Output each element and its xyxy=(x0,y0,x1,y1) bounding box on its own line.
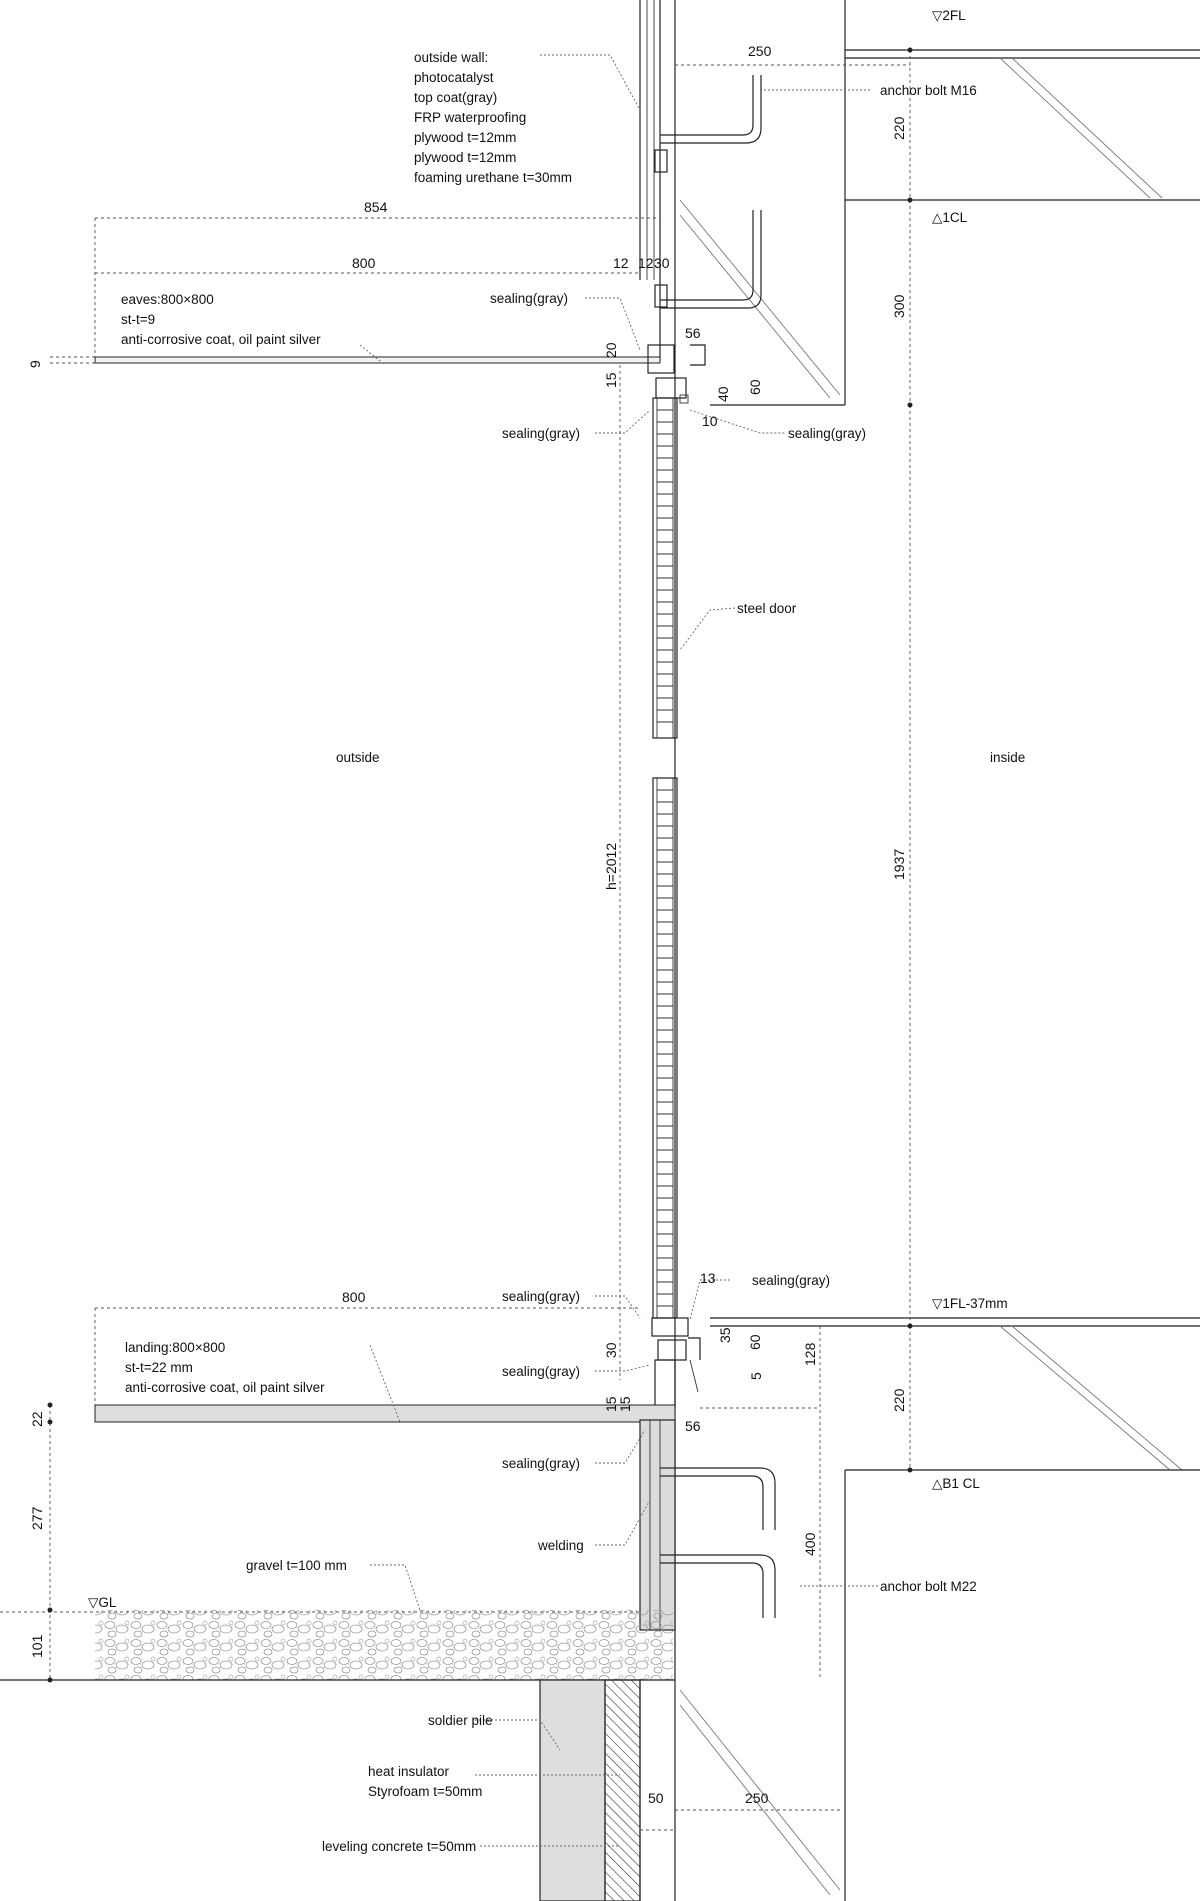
dim-40: 40 xyxy=(715,386,731,402)
wall-spec-line: plywood t=12mm xyxy=(414,130,516,145)
door-rib-lines xyxy=(657,409,673,1307)
anchor-bolt-m16-label: anchor bolt M16 xyxy=(880,83,977,98)
wall-spec-line: outside wall: xyxy=(414,50,488,65)
dim-56-top: 56 xyxy=(685,325,701,341)
dim-250-bottom: 250 xyxy=(745,1790,769,1806)
landing-spec-block: landing:800×800 st-t=22 mm anti-corrosiv… xyxy=(125,1340,325,1395)
dim-35: 35 xyxy=(717,1327,733,1343)
leader-lines xyxy=(359,54,880,1847)
styrofoam-label: Styrofoam t=50mm xyxy=(368,1784,482,1799)
level-gl: ▽GL xyxy=(88,1595,117,1610)
sealing-label: sealing(gray) xyxy=(502,1289,580,1304)
callout-labels: anchor bolt M16 sealing(gray) sealing(gr… xyxy=(246,83,977,1854)
dim-277: 277 xyxy=(29,1506,45,1530)
dim-12: 12 xyxy=(613,255,629,271)
gravel-label: gravel t=100 mm xyxy=(246,1558,347,1573)
dim-60-bottom: 60 xyxy=(747,1334,763,1350)
eaves-spec-line: anti-corrosive coat, oil paint silver xyxy=(121,332,321,347)
level-2fl: ▽2FL xyxy=(932,8,966,23)
eaves-spec-block: eaves:800×800 st-t=9 anti-corrosive coat… xyxy=(121,292,321,347)
leveling-concrete-label: leveling concrete t=50mm xyxy=(322,1839,476,1854)
dim-50: 50 xyxy=(648,1790,664,1806)
wall-spec-line: top coat(gray) xyxy=(414,90,497,105)
anchor-bolt-m22-label: anchor bolt M22 xyxy=(880,1579,977,1594)
dim-400: 400 xyxy=(802,1532,818,1556)
sealing-label: sealing(gray) xyxy=(502,1456,580,1471)
dim-250-top: 250 xyxy=(748,43,772,59)
dim-30: 30 xyxy=(654,255,670,271)
sealing-label: sealing(gray) xyxy=(502,1364,580,1379)
welding-label: welding xyxy=(537,1538,584,1553)
dim-20: 20 xyxy=(603,342,619,358)
wall-spec-line: plywood t=12mm xyxy=(414,150,516,165)
lower-structure xyxy=(0,1317,1200,1901)
dim-30-bottom: 30 xyxy=(603,1342,619,1358)
wall-spec-block: outside wall: photocatalyst top coat(gra… xyxy=(414,50,572,185)
dim-h2012: h=2012 xyxy=(603,843,619,890)
level-1fl: ▽1FL-37mm xyxy=(932,1296,1008,1311)
dim-101: 101 xyxy=(29,1634,45,1658)
dim-15b: 15 xyxy=(617,1396,633,1412)
wall-spec-line: FRP waterproofing xyxy=(414,110,526,125)
level-b1cl: △B1 CL xyxy=(932,1476,980,1491)
eaves-spec-line: st-t=9 xyxy=(121,312,155,327)
dim-128: 128 xyxy=(802,1342,818,1366)
landing-spec-line: landing:800×800 xyxy=(125,1340,225,1355)
dim-800-bottom: 800 xyxy=(342,1289,366,1305)
soldier-pile-label: soldier pile xyxy=(428,1713,493,1728)
dim-22: 22 xyxy=(29,1411,45,1427)
dim-56-bottom: 56 xyxy=(685,1418,701,1434)
dim-12b: 12 xyxy=(638,255,654,271)
outside-label: outside xyxy=(336,750,380,765)
sealing-label: sealing(gray) xyxy=(502,426,580,441)
steel-door-label: steel door xyxy=(737,601,797,616)
dim-15a: 15 xyxy=(603,1396,619,1412)
steel-door xyxy=(652,397,678,1319)
landing-spec-line: st-t=22 mm xyxy=(125,1360,193,1375)
dimension-labels: 250 220 854 800 12 12 30 9 20 15 56 40 6… xyxy=(27,43,907,1806)
level-markers: ▽2FL △1CL ▽1FL-37mm △B1 CL ▽GL xyxy=(88,8,1008,1610)
wall-spec-line: photocatalyst xyxy=(414,70,494,85)
level-1cl: △1CL xyxy=(932,210,968,225)
dim-13: 13 xyxy=(700,1270,716,1286)
sealing-label: sealing(gray) xyxy=(752,1273,830,1288)
landing-spec-line: anti-corrosive coat, oil paint silver xyxy=(125,1380,325,1395)
dim-9: 9 xyxy=(27,360,43,368)
dim-60-top: 60 xyxy=(747,379,763,395)
heat-insulator-label: heat insulator xyxy=(368,1764,450,1779)
dim-800-top: 800 xyxy=(352,255,376,271)
eaves-spec-line: eaves:800×800 xyxy=(121,292,214,307)
inside-label: inside xyxy=(990,750,1025,765)
wall-spec-line: foaming urethane t=30mm xyxy=(414,170,572,185)
dimension-lines xyxy=(47,47,913,1831)
dim-5: 5 xyxy=(748,1372,764,1380)
dim-220-bottom: 220 xyxy=(891,1388,907,1412)
sealing-label: sealing(gray) xyxy=(788,426,866,441)
dim-15-top: 15 xyxy=(603,372,619,388)
sealing-label: sealing(gray) xyxy=(490,291,568,306)
dim-1937: 1937 xyxy=(891,849,907,880)
dim-854: 854 xyxy=(364,199,388,215)
dim-10: 10 xyxy=(702,413,718,429)
dim-300: 300 xyxy=(891,294,907,318)
dim-220-top: 220 xyxy=(891,116,907,140)
upper-structure xyxy=(94,0,1200,1680)
